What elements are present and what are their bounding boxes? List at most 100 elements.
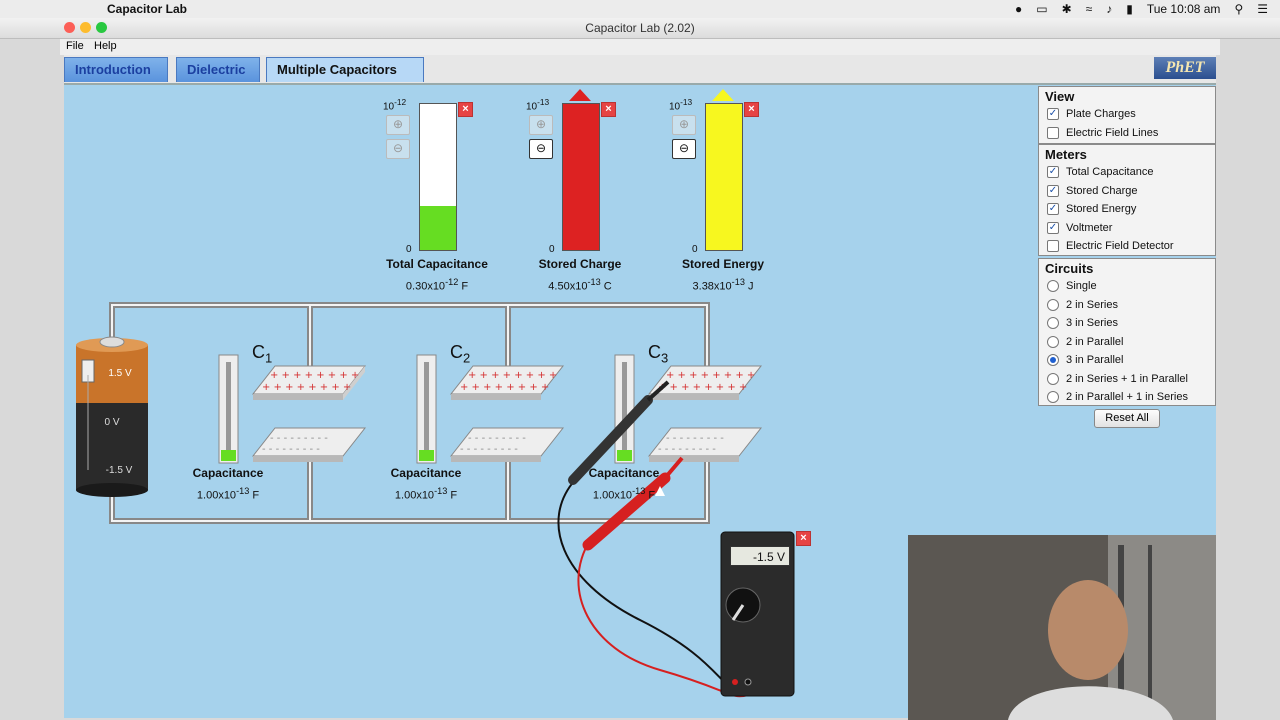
stored-energy-scale: 10-13: [669, 97, 693, 113]
voltmeter-reading: -1.5 V: [730, 546, 790, 566]
screen-record-icon[interactable]: ●: [1014, 2, 1023, 16]
stored-energy-bar: [706, 104, 742, 250]
total-capacitance-meter: [419, 103, 457, 251]
circuits-panel: Circuits Single 2 in Series 3 in Series …: [1038, 258, 1216, 406]
electric-field-detector-checkbox[interactable]: Electric Field Detector: [1039, 237, 1215, 256]
checkbox-checked-icon[interactable]: ✓: [1047, 184, 1059, 197]
total-capacitance-value: 0.30x10-12 F: [405, 277, 469, 293]
stored-energy-meter: [705, 103, 743, 251]
wifi-icon[interactable]: ≈: [1085, 2, 1093, 16]
radio-unselected-icon[interactable]: [1047, 391, 1059, 404]
circuit-2-parallel-radio[interactable]: 2 in Parallel: [1039, 333, 1215, 352]
minimize-window-button[interactable]: [80, 22, 91, 33]
circuit-single-radio[interactable]: Single: [1039, 277, 1215, 296]
stored-energy-checkbox[interactable]: ✓Stored Energy: [1047, 203, 1137, 216]
total-capacitance-scale: 10-12: [383, 97, 407, 113]
checkbox-checked-icon[interactable]: ✓: [1047, 221, 1059, 234]
mouse-cursor-icon: [655, 486, 665, 496]
menu-file[interactable]: File: [66, 40, 84, 52]
os-app-name[interactable]: Capacitor Lab: [107, 2, 188, 16]
voltmeter-checkbox[interactable]: ✓Voltmeter: [1047, 221, 1113, 234]
stored-charge-value: 4.50x10-13 C: [548, 277, 612, 293]
notification-center-icon[interactable]: ☰: [1257, 2, 1268, 16]
bluetooth-icon[interactable]: ✱: [1061, 2, 1072, 16]
circuit-2-parallel-1-series-radio[interactable]: 2 in Parallel + 1 in Series: [1039, 388, 1215, 407]
stored-charge-zero: 0: [549, 244, 555, 255]
total-capacitance-checkbox[interactable]: ✓Total Capacitance: [1047, 166, 1154, 179]
zoom-window-button[interactable]: [96, 22, 107, 33]
play-area: [64, 85, 1036, 718]
checkbox-checked-icon[interactable]: ✓: [1047, 203, 1059, 216]
checkbox-unchecked-icon[interactable]: [1047, 126, 1059, 139]
stored-charge-meter: [562, 103, 600, 251]
app-menubar: File Help: [60, 39, 1220, 55]
zoom-in-icon[interactable]: ⊕: [672, 115, 696, 135]
tab-introduction[interactable]: Introduction: [64, 57, 168, 82]
zoom-in-icon[interactable]: ⊕: [386, 115, 410, 135]
capacitor-c2-capacitance-value: 1.00x10-13 F: [394, 486, 458, 502]
menu-help[interactable]: Help: [94, 40, 117, 52]
capacitor-c1-capacitance-value: 1.00x10-13 F: [196, 486, 260, 502]
black-probe-handle[interactable]: [580, 400, 640, 470]
zoom-out-icon[interactable]: ⊖: [529, 139, 553, 159]
electric-field-lines-checkbox[interactable]: Electric Field Lines: [1039, 124, 1215, 143]
capacitor-c3-capacitance-value: 1.00x10-13 F: [592, 486, 656, 502]
radio-unselected-icon[interactable]: [1047, 280, 1059, 293]
close-voltmeter-button[interactable]: ×: [796, 531, 811, 546]
circuits-panel-title: Circuits: [1045, 261, 1094, 276]
stored-energy-label: Stored Energy: [681, 257, 765, 271]
stored-charge-checkbox[interactable]: ✓Stored Charge: [1047, 184, 1138, 197]
capacitor-c1-capacitance-label: Capacitance: [192, 466, 264, 480]
checkbox-checked-icon[interactable]: ✓: [1047, 166, 1059, 179]
checkbox-checked-icon[interactable]: ✓: [1047, 108, 1059, 121]
total-capacitance-bar: [420, 206, 456, 250]
radio-unselected-icon[interactable]: [1047, 335, 1059, 348]
total-capacitance-label: Total Capacitance: [386, 257, 488, 271]
stored-charge-scale: 10-13: [526, 97, 550, 113]
radio-unselected-icon[interactable]: [1047, 372, 1059, 385]
view-panel-title: View: [1045, 89, 1075, 104]
reset-all-button[interactable]: Reset All: [1094, 409, 1160, 428]
close-total-capacitance-meter-button[interactable]: ×: [458, 102, 473, 117]
zoom-out-icon[interactable]: ⊖: [672, 139, 696, 159]
battery-voltage-slider[interactable]: [80, 362, 96, 384]
zoom-out-icon[interactable]: ⊖: [386, 139, 410, 159]
battery-bottom-voltage: -1.5 V: [105, 465, 133, 476]
webcam-overlay: [908, 535, 1216, 720]
window-title: Capacitor Lab (2.02): [585, 21, 695, 35]
zoom-in-icon[interactable]: ⊕: [529, 115, 553, 135]
capacitor-c3-label: C3: [648, 342, 669, 366]
capacitor-c3-capacitance-label: Capacitance: [588, 466, 660, 480]
checkbox-unchecked-icon[interactable]: [1047, 240, 1059, 253]
stored-charge-label: Stored Charge: [538, 257, 622, 271]
tab-dielectric[interactable]: Dielectric: [176, 57, 260, 82]
phet-logo[interactable]: PhET: [1154, 57, 1216, 79]
view-panel: View ✓Plate Charges Electric Field Lines: [1038, 86, 1216, 144]
meters-panel-title: Meters: [1045, 147, 1087, 162]
airplay-icon[interactable]: ▭: [1036, 2, 1048, 16]
plate-charges-checkbox[interactable]: ✓Plate Charges: [1047, 108, 1136, 121]
os-menubar: Capacitor Lab ● ▭ ✱ ≈ ♪ ▮ Tue 10:08 am ⚲…: [0, 0, 1280, 19]
capacitor-c1-label: C1: [252, 342, 273, 366]
radio-unselected-icon[interactable]: [1047, 298, 1059, 311]
battery-status-icon[interactable]: ▮: [1126, 2, 1133, 16]
circuit-2-series-radio[interactable]: 2 in Series: [1039, 296, 1215, 315]
volume-icon[interactable]: ♪: [1106, 2, 1113, 16]
tab-multiple-capacitors[interactable]: Multiple Capacitors: [266, 57, 424, 82]
stored-energy-value: 3.38x10-13 J: [692, 277, 754, 293]
window-titlebar: Capacitor Lab (2.02): [0, 18, 1280, 39]
spotlight-search-icon[interactable]: ⚲: [1234, 2, 1244, 16]
radio-selected-icon[interactable]: [1047, 354, 1059, 367]
clock[interactable]: Tue 10:08 am: [1146, 2, 1221, 16]
presenter-video: [908, 535, 1216, 720]
capacitor-c2-capacitance-label: Capacitance: [390, 466, 462, 480]
circuit-2-series-1-parallel-radio[interactable]: 2 in Series + 1 in Parallel: [1039, 370, 1215, 389]
close-stored-charge-meter-button[interactable]: ×: [601, 102, 616, 117]
circuit-3-series-radio[interactable]: 3 in Series: [1039, 314, 1215, 333]
meters-panel: Meters ✓Total Capacitance ✓Stored Charge…: [1038, 144, 1216, 256]
close-stored-energy-meter-button[interactable]: ×: [744, 102, 759, 117]
radio-unselected-icon[interactable]: [1047, 317, 1059, 330]
capacitor-c2-label: C2: [450, 342, 471, 366]
close-window-button[interactable]: [64, 22, 75, 33]
circuit-3-parallel-radio[interactable]: 3 in Parallel: [1039, 351, 1215, 370]
